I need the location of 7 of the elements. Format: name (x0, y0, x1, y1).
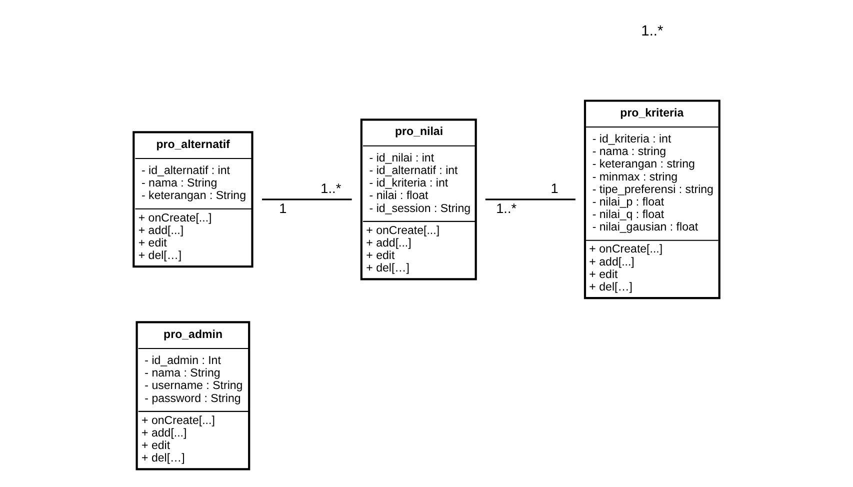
label: 1 (279, 200, 287, 216)
label: 1..* (496, 200, 517, 216)
label: 1..* (641, 23, 664, 40)
connector (262, 198, 352, 200)
label: 1..* (320, 181, 342, 196)
connector (485, 198, 576, 200)
label: 1 (550, 181, 558, 196)
